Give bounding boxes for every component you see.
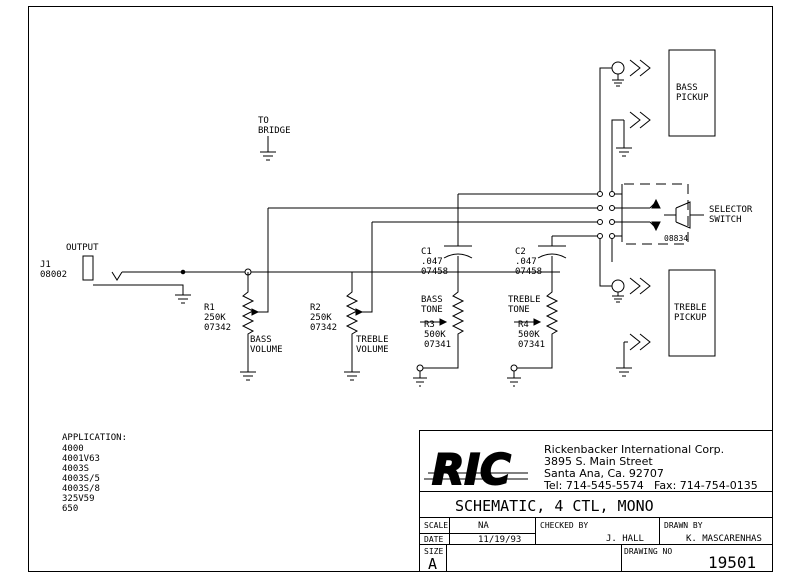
circuit-wiring (82, 49, 716, 387)
application-heading: APPLICATION: (62, 433, 127, 443)
selector-label-2: SWITCH (709, 215, 742, 225)
r3-name-2: TONE (421, 305, 443, 315)
company-phone: Tel: 714-545-5574 (543, 479, 644, 492)
r1-label: R1 (204, 303, 215, 313)
size-value: A (428, 555, 437, 573)
r2-value: 250K (310, 313, 332, 323)
output-jack-j1 (82, 255, 94, 281)
r2-label: R2 (310, 303, 321, 313)
selector-label-1: SELECTOR (709, 205, 753, 215)
j1-label: J1 (40, 260, 51, 270)
selector-part: 08834 (664, 234, 688, 243)
r1-name-1: BASS (250, 335, 272, 345)
r4-name-2: TONE (508, 305, 530, 315)
application-model: 4003S/8 (62, 484, 100, 494)
application-model: 4001V63 (62, 454, 100, 464)
treble-pickup (668, 269, 716, 357)
treble-pickup-label-2: PICKUP (674, 313, 707, 323)
circuit-labels: TO BRIDGE OUTPUT J1 08002 R1 250K 07342 … (40, 83, 753, 355)
to-bridge-label-1: TO (258, 116, 269, 126)
application-model: 325V59 (62, 494, 95, 504)
checked-by-value: J. HALL (606, 534, 644, 544)
r3-label: R3 (424, 320, 435, 330)
c1-value: .047 (421, 257, 443, 267)
application-model: 4000 (62, 444, 84, 454)
title-block: RIC Rickenbacker International Corp. 389… (419, 430, 773, 573)
treble-pickup-label-1: TREBLE (674, 303, 707, 313)
r1-name-2: VOLUME (250, 345, 283, 355)
company-street: 3895 S. Main Street (544, 455, 653, 468)
drawn-by-label: DRAWN BY (664, 521, 703, 530)
scale-value: NA (478, 521, 489, 531)
checked-by-label: CHECKED BY (540, 521, 588, 530)
r2-treble-volume-pot (345, 272, 359, 372)
c1-capacitor (443, 245, 473, 259)
application-model: 650 (62, 504, 78, 514)
c2-capacitor (537, 245, 567, 259)
drawing-border (28, 6, 773, 572)
r1-value: 250K (204, 313, 226, 323)
r3-part: 07341 (424, 340, 451, 350)
r4-label: R4 (518, 320, 529, 330)
size-label: SIZE (424, 547, 443, 556)
c2-part: 07458 (515, 267, 542, 277)
r1-part: 07342 (204, 323, 231, 333)
to-bridge-label-2: BRIDGE (258, 126, 291, 136)
r2-name-2: VOLUME (356, 345, 389, 355)
company-city: Santa Ana, Ca. 92707 (544, 467, 664, 480)
r3-name-1: BASS (421, 295, 443, 305)
j1-part: 08002 (40, 270, 67, 280)
svg-text:RIC: RIC (432, 445, 511, 494)
bass-pickup-label-1: BASS (676, 83, 698, 93)
application-list: APPLICATION: 4000 4001V63 4003S 4003S/5 … (62, 433, 127, 514)
application-model: 4003S (62, 464, 89, 474)
drawing-title: SCHEMATIC, 4 CTL, MONO (455, 497, 654, 515)
c2-value: .047 (515, 257, 537, 267)
ric-logo: RIC (424, 444, 528, 495)
bass-pickup (668, 49, 716, 137)
company-name: Rickenbacker International Corp. (544, 443, 724, 456)
date-label: DATE (424, 535, 443, 544)
r2-part: 07342 (310, 323, 337, 333)
output-label: OUTPUT (66, 243, 99, 253)
scale-label: SCALE (424, 521, 448, 530)
date-value: 11/19/93 (478, 535, 521, 545)
bass-pickup-label-2: PICKUP (676, 93, 709, 103)
drawn-by-value: K. MASCARENHAS (686, 534, 762, 544)
company-fax: Fax: 714-754-0135 (654, 479, 758, 492)
r4-value: 500K (518, 330, 540, 340)
drawing-no-label: DRAWING NO (624, 547, 672, 556)
drawing-no-value: 19501 (708, 553, 756, 572)
r1-bass-volume-pot (241, 272, 255, 372)
r2-name-1: TREBLE (356, 335, 389, 345)
r4-part: 07341 (518, 340, 545, 350)
c1-label: C1 (421, 247, 432, 257)
c2-label: C2 (515, 247, 526, 257)
r3-value: 500K (424, 330, 446, 340)
c1-part: 07458 (421, 267, 448, 277)
application-model: 4003S/5 (62, 474, 100, 484)
r4-name-1: TREBLE (508, 295, 541, 305)
